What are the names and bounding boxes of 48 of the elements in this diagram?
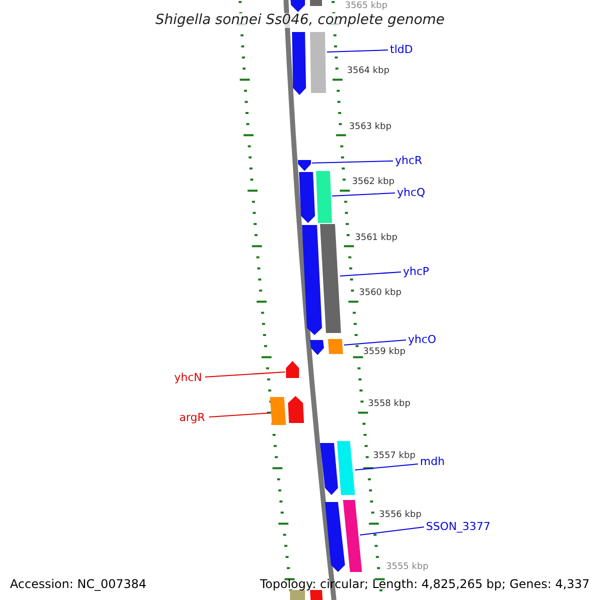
gene-label: yhcQ xyxy=(397,187,426,200)
gene-block xyxy=(328,339,343,354)
gene-feature xyxy=(286,361,299,378)
gene-feature xyxy=(288,396,304,423)
gene-feature xyxy=(320,443,338,495)
gene-label: SSON_3377 xyxy=(426,521,490,534)
position-label: 3564 kbp xyxy=(347,67,390,77)
leader-line xyxy=(344,340,406,346)
position-label: 3555 kbp xyxy=(386,563,428,573)
gene-label: yhcN xyxy=(174,372,202,384)
leader-line xyxy=(340,272,402,276)
leader-line xyxy=(360,526,424,536)
leader-line xyxy=(354,464,418,470)
gene-block xyxy=(310,590,323,600)
gene-label: argR xyxy=(179,412,205,424)
gene-block xyxy=(310,32,326,93)
position-label: 3563 kbp xyxy=(349,123,392,133)
leader-line xyxy=(204,372,286,378)
gene-block xyxy=(320,224,341,333)
position-label: 3561 kbp xyxy=(355,234,398,244)
leader-line xyxy=(332,192,396,196)
gene-feature xyxy=(325,502,345,572)
position-label: 3559 kbp xyxy=(363,348,406,358)
position-label: 3560 kbp xyxy=(359,289,402,299)
position-label: 3558 kbp xyxy=(368,400,410,410)
footer-text: Accession: NC_007384 xyxy=(10,578,146,592)
leader-line xyxy=(312,160,394,164)
gene-block xyxy=(337,441,355,495)
gene-block xyxy=(310,0,322,6)
gene-block xyxy=(270,397,286,425)
position-label: 3565 kbp xyxy=(345,2,388,12)
gene-feature xyxy=(292,32,306,95)
leader-line xyxy=(326,50,388,52)
gene-label: mdh xyxy=(420,456,445,468)
gene-label: yhcR xyxy=(395,155,422,168)
footer-text: Topology: circular; Length: 4,825,265 bp; Genes: 4,337 xyxy=(260,578,590,592)
gene-label: yhcP xyxy=(403,266,430,278)
gene-block xyxy=(290,590,305,600)
position-label: 3556 kbp xyxy=(379,511,422,521)
gene-feature xyxy=(302,225,322,335)
gene-label: tldD xyxy=(390,44,413,56)
gene-block xyxy=(316,171,332,223)
leader-line xyxy=(208,412,270,418)
position-label: 3557 kbp xyxy=(373,452,416,462)
gene-feature xyxy=(310,340,324,355)
position-label: 3562 kbp xyxy=(352,178,394,188)
gene-label: yhcO xyxy=(408,334,436,346)
gene-block xyxy=(343,500,362,572)
